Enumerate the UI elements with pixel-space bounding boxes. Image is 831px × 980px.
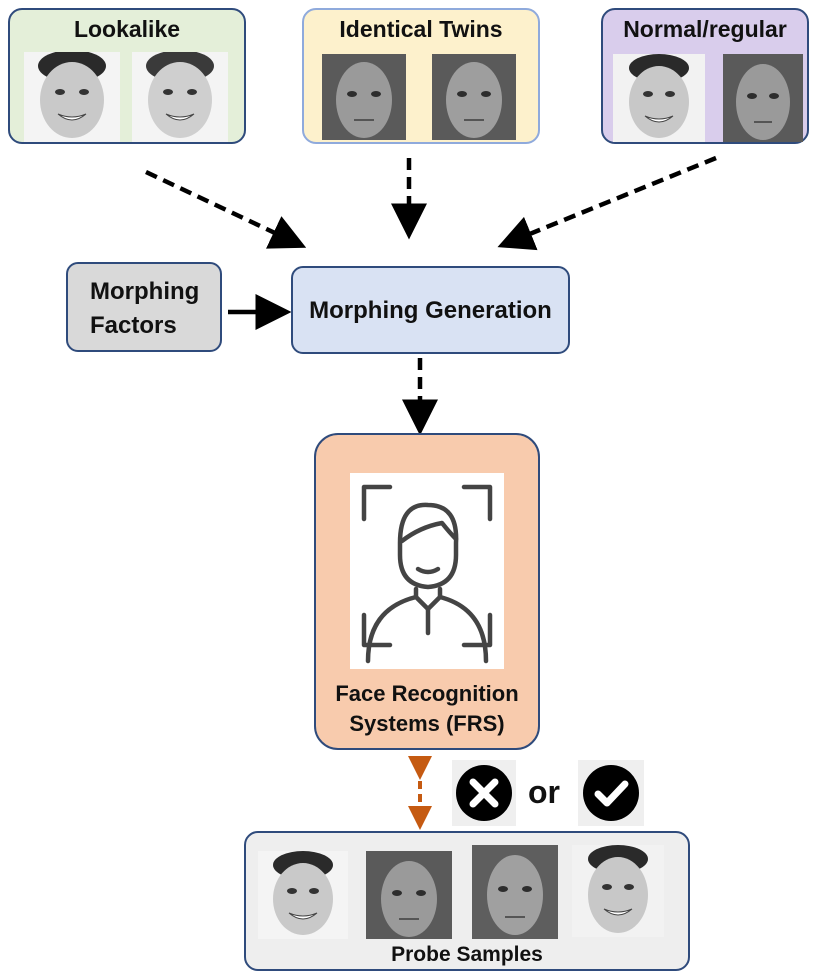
probe-face-photo-1 [258, 851, 348, 939]
twin-face-photo-2 [432, 54, 516, 140]
morphing-factors-line2: Factors [90, 312, 177, 339]
lookalike-box: Lookalike [8, 8, 246, 144]
arrow-normal-to-generation [497, 155, 717, 251]
frs-box: Face Recognition Systems (FRS) [314, 433, 540, 750]
normal-face-photo-1 [613, 54, 705, 142]
identical-twins-title: Identical Twins [339, 16, 503, 42]
lookalike-face-photo-1 [24, 52, 120, 142]
identical-twins-box: Identical Twins [302, 8, 540, 144]
normal-regular-title: Normal/regular [623, 16, 787, 42]
or-label: or [528, 774, 560, 810]
morphing-generation-label: Morphing Generation [309, 297, 552, 324]
normal-regular-box: Normal/regular [601, 8, 809, 144]
morphing-generation-box: Morphing Generation [291, 266, 570, 354]
normal-face-photo-2 [723, 54, 803, 142]
probe-face-photo-4 [572, 845, 664, 937]
twin-face-photo-1 [322, 54, 406, 140]
arrow-lookalike-to-generation [145, 169, 307, 249]
morphing-factors-box: Morphing Factors [66, 262, 222, 352]
face-scan-icon [350, 473, 504, 669]
probe-samples-label: Probe Samples [391, 943, 543, 966]
lookalike-title: Lookalike [73, 16, 181, 42]
lookalike-face-photo-2 [132, 52, 228, 142]
frs-label-line2: Systems (FRS) [349, 711, 505, 736]
probe-face-photo-2 [366, 851, 452, 939]
morphing-factors-line1: Morphing [90, 278, 200, 305]
x-circle-icon [452, 760, 516, 826]
check-circle-icon [578, 760, 644, 826]
frs-label-line1: Face Recognition [335, 681, 519, 706]
probe-samples-box: Probe Samples [244, 831, 690, 971]
probe-face-photo-3 [472, 845, 558, 939]
